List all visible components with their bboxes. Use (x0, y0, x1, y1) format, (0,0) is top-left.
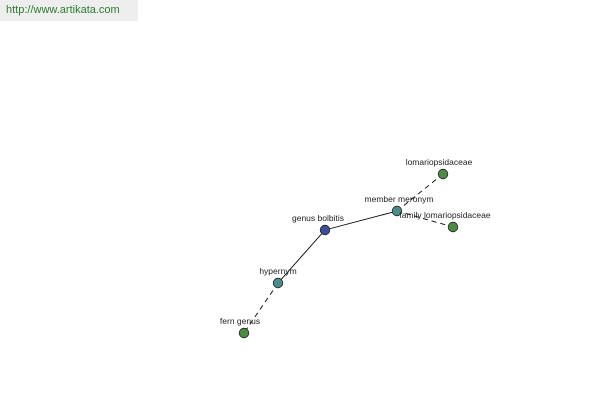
nodes-layer: genus bolbitis member meronym lomariopsida… (220, 157, 491, 339)
node-label-fern-genus: fern genus (220, 316, 260, 326)
edge-hypernym-to-fern-genus (243, 282, 279, 334)
edge-member-meronym-to-family-lomariopsidaceae (396, 210, 454, 228)
node-circle-fern-genus[interactable] (238, 327, 250, 339)
node-fern-genus[interactable]: fern genus (220, 316, 260, 339)
node-hypernym[interactable]: hypernym (259, 266, 297, 289)
site-url[interactable]: http://www.artikata.com (6, 4, 120, 16)
edge-member-meronym-to-lomariopsidaceae (396, 173, 444, 212)
node-circle-genus-bolbitis[interactable] (319, 224, 331, 236)
node-circle-lomariopsidaceae[interactable] (437, 168, 449, 180)
node-lomariopsidaceae[interactable]: lomariopsidaceae (406, 157, 473, 180)
url-banner: http://www.artikata.com (0, 0, 138, 21)
node-member-meronym[interactable]: member meronym (365, 194, 434, 217)
edge-genus-bolbitis-to-member-meronym (324, 210, 398, 231)
node-label-lomariopsidaceae: lomariopsidaceae (406, 157, 473, 167)
node-family-lomariopsidaceae[interactable]: family lomariopsidaceae (399, 210, 491, 233)
edges-layer (243, 173, 454, 334)
node-circle-member-meronym[interactable] (391, 205, 403, 217)
node-label-genus-bolbitis: genus bolbitis (292, 213, 344, 223)
node-circle-hypernym[interactable] (272, 277, 284, 289)
node-circle-family-lomariopsidaceae[interactable] (447, 221, 459, 233)
edge-genus-bolbitis-to-hypernym (277, 229, 326, 284)
node-label-member-meronym: member meronym (365, 194, 434, 204)
node-label-family-lomariopsidaceae: family lomariopsidaceae (399, 210, 490, 220)
node-genus-bolbitis[interactable]: genus bolbitis (292, 213, 344, 236)
node-label-hypernym: hypernym (259, 266, 296, 276)
